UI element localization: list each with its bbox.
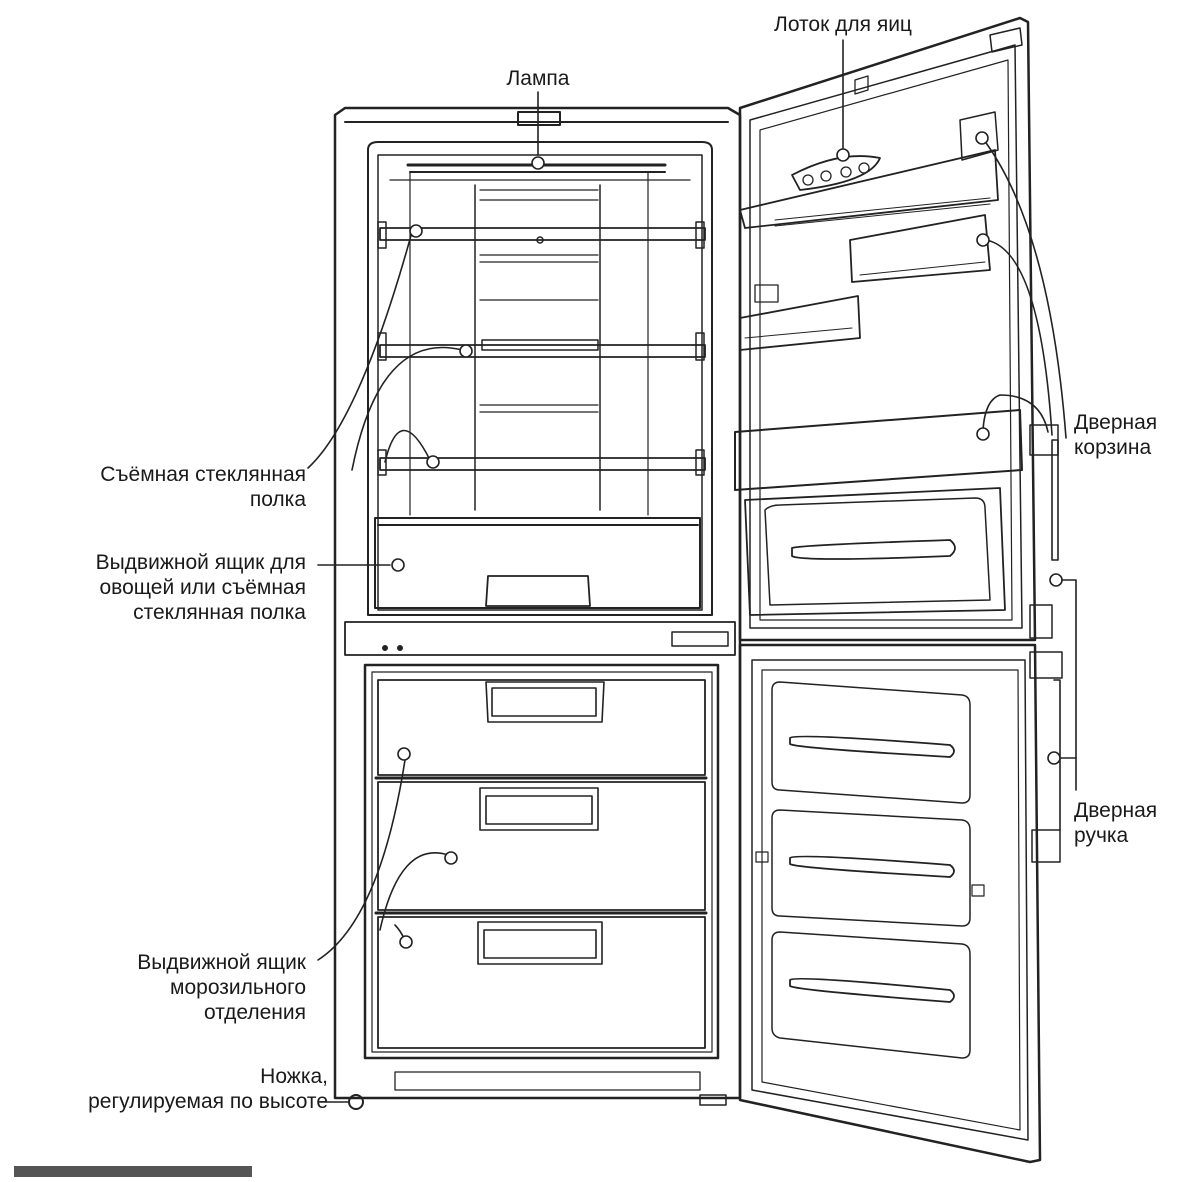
freezer-drawer-line-2: морозильного [170,976,306,999]
cabinet [333,106,742,1110]
freezer-drawers [374,679,708,1049]
veg-drawer-line-3: стеклянная полка [133,601,306,624]
door-handle [1051,439,1061,831]
veg-drawer-line-1: Выдвижной ящик для [95,551,306,574]
vegetable-drawer [374,517,701,609]
adjustable-foot-line-2: регулируемая по высоте [88,1090,328,1113]
adjustable-foot-line-1: Ножка, [260,1065,328,1088]
glass-shelf-label: Съёмная стеклянная полка [10,462,306,512]
freezer-drawer-line-1: Выдвижной ящик [137,951,306,974]
door-basket-line-2: корзина [1074,436,1152,459]
door-basket-label: Дверная корзина [1074,410,1189,460]
door-basket-line-1: Дверная [1074,411,1158,434]
door-handle-label: Дверная ручка [1074,798,1189,848]
freezer-drawer-line-3: отделения [203,1001,306,1024]
adjustable-foot-label: Ножка, регулируемая по высоте [4,1064,328,1114]
egg-tray-label: Лоток для яиц [774,13,912,36]
footer-bar [14,1166,252,1177]
door-handle-line-1: Дверная [1074,799,1158,822]
glass-shelf-line-2: полка [249,488,306,511]
lamp-housing [517,111,561,126]
glass-shelf-line-1: Съёмная стеклянная [100,463,306,486]
veg-drawer-line-2: овощей или съёмная [99,576,306,599]
callout-leaders [307,39,1077,1103]
veg-drawer-label: Выдвижной ящик для овощей или съёмная ст… [6,550,306,625]
egg-tray [791,155,881,191]
lamp-label: Лампа [506,67,570,90]
glass-shelves [377,221,706,476]
freezer-drawer-label: Выдвижной ящик морозильного отделения [60,950,306,1025]
door-handle-line-2: ручка [1074,824,1129,847]
doors [734,16,1063,1164]
